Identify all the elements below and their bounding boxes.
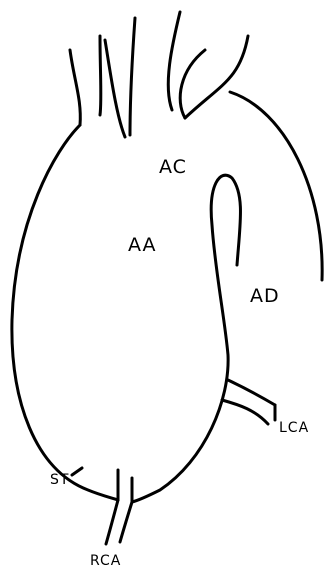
label-st: ST [50,472,69,488]
label-aa: AA [128,234,157,256]
aorta-inner-contour [185,36,248,118]
branch-left-outer [70,50,80,125]
aorta-outer-contour [12,125,118,500]
lca-vessel-upper [228,380,275,405]
arch-inner-loop [132,175,241,502]
rca-vessel-left [106,500,118,544]
branch-right-upper [168,12,180,110]
st-pointer [72,468,82,475]
branch-middle-left [105,40,125,137]
label-ad: AD [250,285,280,307]
lca-vessel-lower [222,400,268,424]
label-lca: LCA [279,420,309,436]
branch-right-top [180,50,205,118]
branch-middle-right [130,18,135,135]
descending-aorta-outer [230,92,322,280]
label-ac: AC [159,156,187,178]
rca-vessel-right [120,502,132,542]
label-rca: RCA [90,553,121,569]
branch-left-inner [100,36,101,115]
